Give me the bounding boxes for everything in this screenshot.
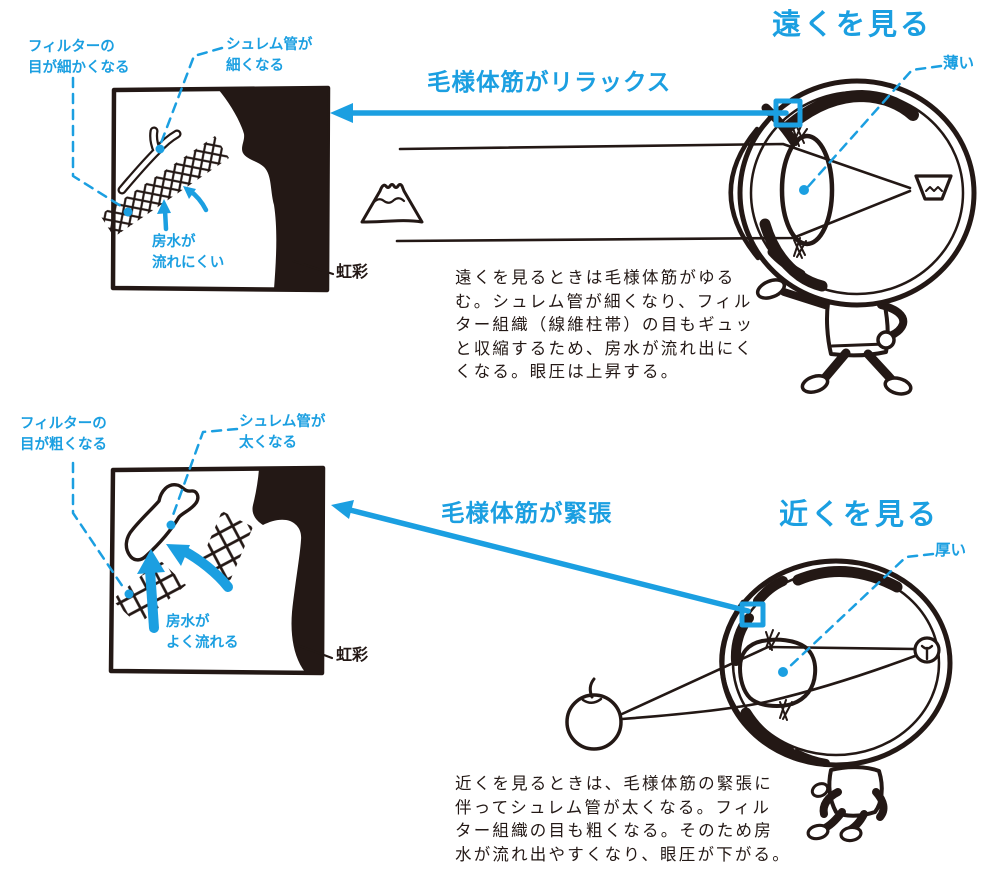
far-light-rays [395,142,912,243]
near-lens-label: 厚い [935,542,967,559]
far-iris-shape [218,89,328,289]
near-light-rays [620,645,917,716]
far-lens-dot [799,185,809,195]
mount-fuji-illustration [360,183,424,224]
tension-arrow [347,507,751,614]
near-lens-dot [778,667,788,677]
far-iris-label: 虹彩 [336,264,369,281]
far-filter-dot [123,207,133,217]
far-zonule-fibers [792,125,808,259]
near-aqueous-label: 房水が よく流れる [166,614,239,651]
near-filter-pointer-line [71,461,127,592]
near-heading: 近くを見る [779,499,940,531]
coarse-trabecular-mesh [199,511,253,581]
near-description: 近くを見るときは、毛様体筋の緊張に 伴ってシュレム管が太くなる。フィル ター組織… [455,775,791,864]
far-blue-annotations [71,46,943,232]
far-heading: 遠くを見る [772,9,933,41]
near-character [806,765,888,843]
near-flow-arrow-strong [145,565,159,633]
far-aqueous-label: 房水が 流れにくい [152,234,225,271]
far-character-right-foot [883,376,913,396]
far-schlemm-dot [155,144,165,154]
far-description: 遠くを見るときは毛様体筋がゆる む。シュレム管が細くなり、フィル ター組織（線維… [455,269,755,382]
near-muscle-title: 毛様体筋が緊張 [441,500,613,526]
near-filter-label: フィルターの 目が粗くなる [20,416,107,453]
far-character [755,278,913,396]
near-schlemm-pointer-line [170,427,239,520]
far-schlemm-pointer-line [159,46,224,145]
near-blue-annotations [71,427,935,677]
near-ciliary-muscle-thick [730,576,788,666]
near-filter-dot [124,589,134,599]
far-iris-leader-line [291,259,335,276]
near-zoom-marker-square [739,601,766,628]
near-character-hand [810,782,830,798]
near-character-left-foot [806,823,830,841]
near-schlemm-dot [166,520,176,530]
near-iris-label: 虹彩 [336,647,369,664]
far-character-left-hand [755,278,787,300]
near-eye-diagram [620,558,953,768]
far-inset-diagram [100,85,335,293]
far-lens-label: 薄い [943,55,975,72]
far-character-right-hand [876,330,896,350]
far-choroid-band [782,90,919,133]
far-muscle-title: 毛様体筋がリラックス [427,69,672,95]
near-zonule-fibers [765,629,793,721]
near-cornea [719,599,748,726]
wide-schlemm-canal [124,483,200,562]
near-lens-thick [738,637,818,708]
far-filter-label: フィルターの 目が細かくなる [28,39,130,76]
near-iris-leader-line [295,643,334,660]
far-character-left-foot [800,374,830,394]
far-fovea-mark [914,174,953,201]
apple-illustration [565,677,623,751]
far-filter-pointer-line [71,76,126,210]
far-schlemm-label: シュレム管が 細くなる [226,37,313,74]
thick-lens-pointer-line [784,552,935,672]
near-choroid-band [792,566,903,593]
near-schlemm-label: シュレム管が 太くなる [239,414,326,451]
near-iris-shape [252,469,322,672]
near-character-right-foot [839,825,863,843]
near-flow-arrow-strong [179,546,233,592]
thin-lens-pointer-line [804,64,943,191]
